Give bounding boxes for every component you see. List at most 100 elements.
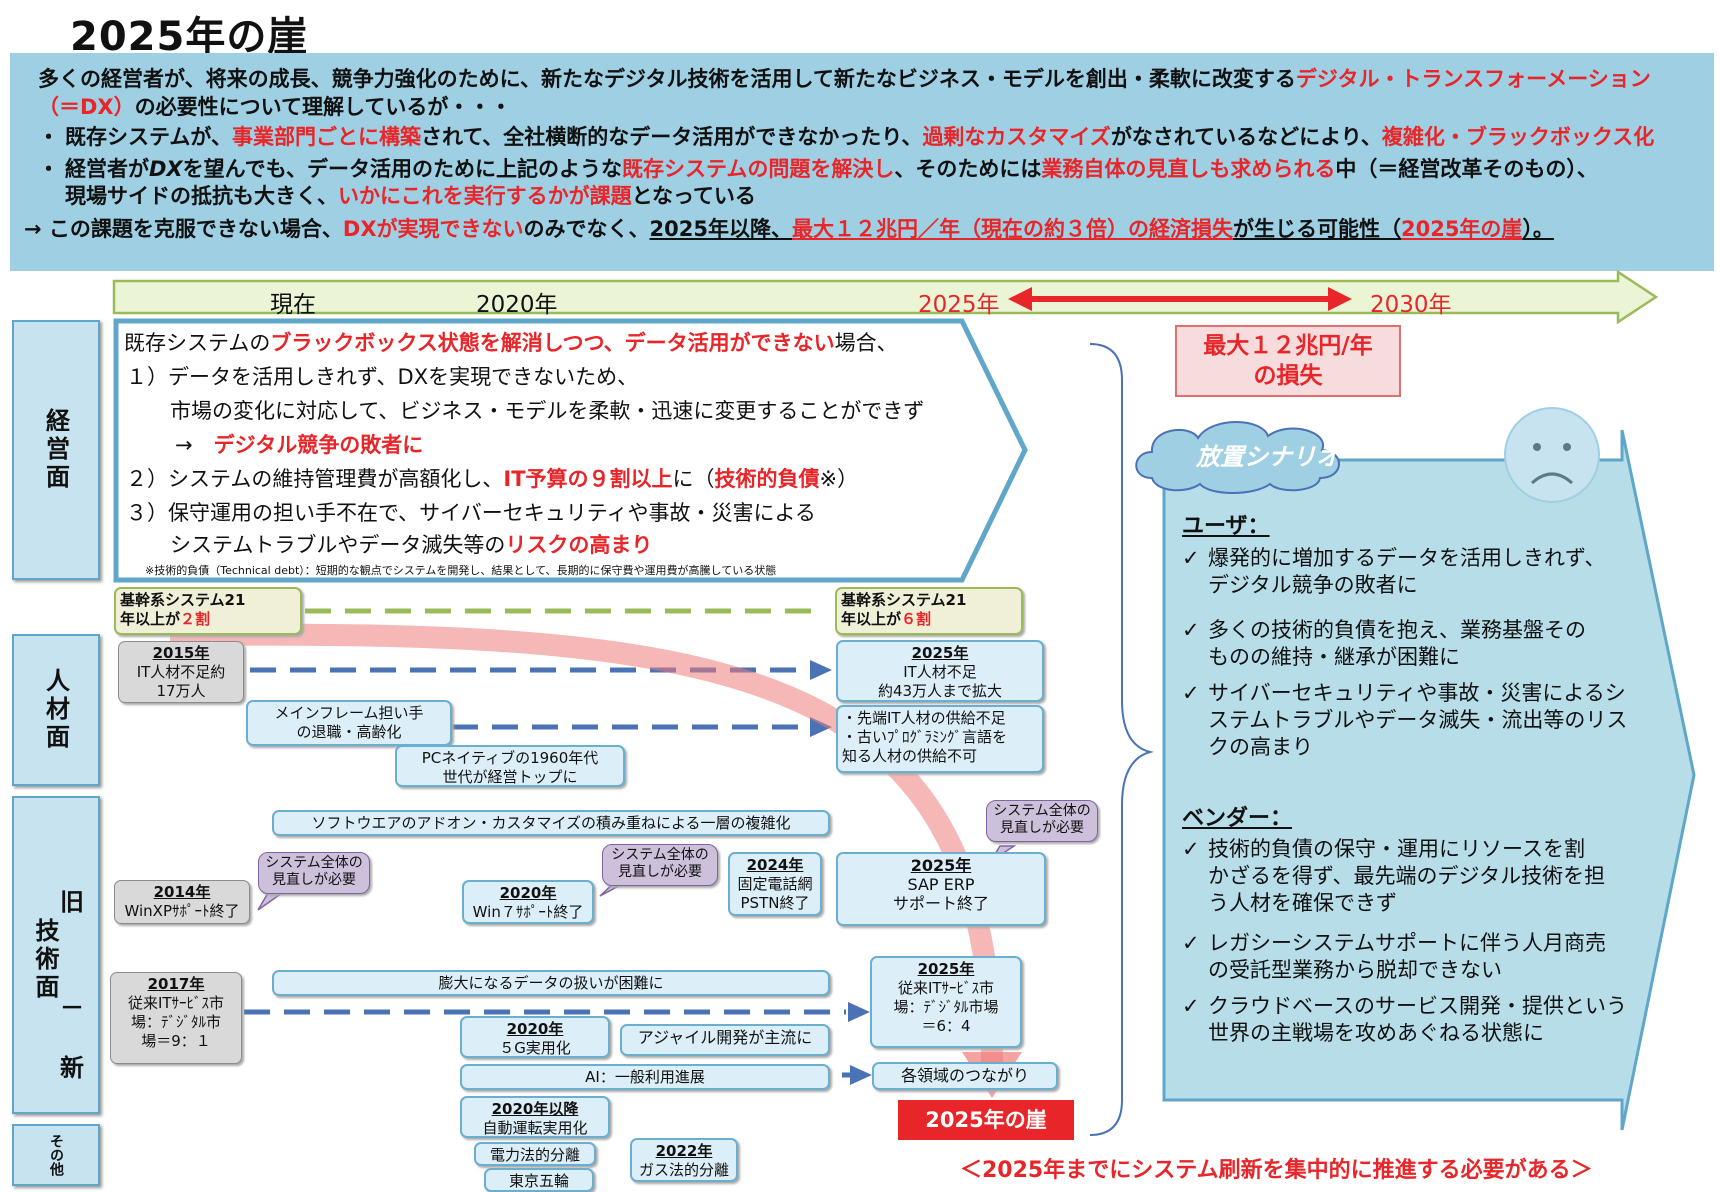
summary-text: の必要性について理解しているが・・・ <box>134 95 512 119</box>
summary-text: 現場サイドの抵抗も大きく、 <box>65 184 338 208</box>
bullet-icon: ・ <box>38 125 59 149</box>
mgmt-line-6: ３）保守運用の担い手不在で、サイバーセキュリティや事故・災害による <box>126 501 816 525</box>
pc-native-box: PCネイティブの1960年代 世代が経営トップに <box>395 745 625 787</box>
mgmt-text: に（ <box>672 467 715 491</box>
scenario-arrow-box <box>1162 429 1696 1131</box>
box-year: 2020年 <box>506 1020 564 1038</box>
mgmt-highlight: ブラックボックス状態を解消しつつ、データ活用ができない <box>270 331 835 355</box>
summary-text: 中（＝経営改革そのもの）、 <box>1335 157 1598 181</box>
page-title: 2025年の崖 <box>70 14 309 60</box>
box-year: 2015年 <box>152 644 210 662</box>
vendor-heading: ベンダー： <box>1182 806 1293 831</box>
box-text: Win７ｻﾎﾟｰﾄ終了 <box>472 903 584 921</box>
arrowhead-icon <box>810 717 832 737</box>
box-text: SAP ERP サポート終了 <box>892 875 989 913</box>
data-volume-box: 膨大になるデータの扱いが困難に <box>272 970 830 996</box>
core-system-2-box: 基幹系システム21 年以上が２割 <box>114 587 302 635</box>
management-impact-box <box>113 318 1028 583</box>
summary-line-1: 多くの経営者が、将来の成長、競争力強化のために、新たなデジタル技術を活用して新た… <box>38 63 1651 93</box>
box-text: 基幹系システム21 <box>841 591 967 609</box>
box-text: 固定電話網 PSTN終了 <box>737 875 813 912</box>
mgmt-highlight: デジタル競争の敗者に <box>213 433 424 457</box>
it-service-2025-box: 2025年 従来ITｻｰﾋﾞｽ市 場：ﾃﾞｼﾞﾀﾙ市場 ＝6：4 <box>870 956 1022 1048</box>
box-year: 2022年 <box>655 1142 713 1160</box>
speech-tail <box>257 892 285 911</box>
box-highlight: ２割 <box>180 610 211 628</box>
review-needed-bubble: システム全体の 見直しが必要 <box>258 852 370 894</box>
tech-label: 技術面 <box>31 918 59 1002</box>
mgmt-line-7: システムトラブルやデータ滅失等のリスクの高まり <box>170 528 652 562</box>
box-text: 自動運転実用化 <box>482 1119 588 1137</box>
summary-text: ）。 <box>1522 217 1554 241</box>
mgmt-text: ２）システムの維持管理費が高額化し、 <box>126 467 504 491</box>
check-icon: ✓ <box>1182 931 1200 955</box>
user-risk-2: 多くの技術的負債を抱え、業務基盤その ものの維持・継承が困難に <box>1208 618 1586 669</box>
bullet-icon: ・ <box>38 157 59 181</box>
summary-panel: 多くの経営者が、将来の成長、競争力強化のために、新たなデジタル技術を活用して新た… <box>10 53 1714 271</box>
box-highlight: ６割 <box>901 610 932 628</box>
check-icon: ✓ <box>1182 546 1200 570</box>
check-icon: ✓ <box>1182 681 1200 705</box>
box-year: 2025年 <box>917 960 975 978</box>
box-year: 2020年以降 <box>491 1100 579 1118</box>
category-hr: 人材面 <box>12 634 100 786</box>
power-unbundling-box: 電力法的分離 <box>474 1142 596 1166</box>
user-risk-1: 爆発的に増加するデータを活用しきれず、 デジタル競争の敗者に <box>1208 546 1606 597</box>
cloud-icon <box>1135 421 1340 494</box>
summary-text: となっている <box>631 184 756 208</box>
box-year: 2020年 <box>499 884 557 902</box>
arrowhead-icon <box>848 1002 870 1022</box>
sad-face-eye <box>1533 443 1541 451</box>
box-text: 年以上が <box>841 610 902 628</box>
box-year: 2017年 <box>147 975 205 993</box>
summary-highlight: 複雑化・ブラックボックス化 <box>1381 125 1655 149</box>
summary-bullet-1: 既存システムが、事業部門ごとに構築されて、全社横断的なデータ活用ができなかったり… <box>65 121 1654 151</box>
core-system-6-box: 基幹系システム21 年以上が６割 <box>835 587 1023 635</box>
summary-text: 多くの経営者が、将来の成長、競争力強化のために、新たなデジタル技術を活用して新た… <box>38 67 1296 91</box>
summary-conclusion: → この課題を克服できない場合、DXが実現できないのみでなく、2025年以降、最… <box>24 213 1554 243</box>
summary-text: のみでなく、 <box>523 217 650 241</box>
autonomous-box: 2020年以降 自動運転実用化 <box>460 1096 610 1138</box>
box-text: IT人材不足約 17万人 <box>136 663 226 700</box>
timeline-label-2025: 2025年 <box>918 292 1000 318</box>
arrowhead-icon <box>850 1065 872 1085</box>
timeline-label-2020: 2020年 <box>476 292 558 318</box>
5g-box: 2020年 ５G実用化 <box>460 1016 610 1058</box>
summary-highlight: 過剰なカスタマイズ <box>922 125 1111 149</box>
cliff-label: 2025年の崖 <box>898 1100 1074 1140</box>
review-needed-bubble: システム全体の 見直しが必要 <box>986 800 1098 842</box>
mgmt-text: 場合、 <box>834 331 898 355</box>
it-shortage-2025-box: 2025年 IT人材不足 約43万人まで拡大 <box>836 640 1044 702</box>
tokyo-olympics-box: 東京五輪 <box>484 1168 594 1192</box>
mgmt-text: 既存システムの <box>124 331 271 355</box>
mgmt-highlight: 技術的負債 <box>714 467 820 491</box>
arrow-icon: → <box>175 433 193 457</box>
review-needed-bubble: システム全体の 見直しが必要 <box>602 844 718 886</box>
box-year: 2014年 <box>153 883 211 901</box>
summary-highlight: （＝DX） <box>38 95 135 119</box>
box-text: 基幹系システム21 <box>120 591 246 609</box>
arrowhead-icon <box>810 660 832 680</box>
check-icon: ✓ <box>1182 837 1200 861</box>
summary-text: 、そのためには <box>894 157 1042 181</box>
mgmt-text: システムトラブルやデータ滅失等の <box>170 533 506 557</box>
summary-line-2: （＝DX）の必要性について理解しているが・・・ <box>38 91 511 121</box>
box-text: ガス法的分離 <box>638 1161 729 1179</box>
summary-highlight: いかにこれを実行するかが課題 <box>338 184 632 208</box>
user-heading: ユーザ： <box>1182 514 1270 539</box>
mgmt-highlight: リスクの高まり <box>505 533 653 557</box>
it-service-2017-box: 2017年 従来ITｻｰﾋﾞｽ市 場：ﾃﾞｼﾞﾀﾙ市 場＝9：１ <box>110 972 242 1064</box>
tech-new-label: 新 <box>60 1054 84 1082</box>
ai-box: AI：一般利用進展 <box>460 1064 830 1090</box>
gas-unbundling-box: 2022年 ガス法的分離 <box>630 1138 738 1182</box>
category-management: 経営面 <box>12 320 100 580</box>
summary-text: されて、全社横断的なデータ活用ができなかったり、 <box>420 125 923 149</box>
mgmt-line-5: ２）システムの維持管理費が高額化し、IT予算の９割以上に（技術的負債※） <box>126 462 858 496</box>
sad-face-icon <box>1504 407 1600 503</box>
timeline-label-now: 現在 <box>270 292 316 318</box>
conclusion-text: ＜2025年までにシステム刷新を集中的に推進する必要がある＞ <box>960 1158 1593 1183</box>
tech-dash-label: － <box>60 994 84 1022</box>
mgmt-highlight: IT予算の９割以上 <box>503 467 673 491</box>
summary-text: → この課題を克服できない場合、 <box>24 217 343 241</box>
